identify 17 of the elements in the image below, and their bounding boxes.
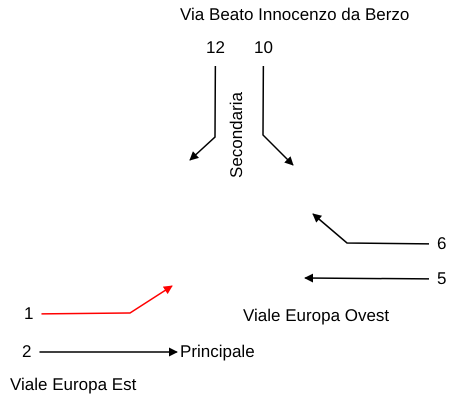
arrow bbox=[262, 66, 294, 166]
arrow bbox=[189, 66, 216, 161]
street-name-label: Via Beato Innocenzo da Berzo bbox=[180, 5, 410, 25]
street-name-label: Viale Europa Ovest bbox=[243, 306, 390, 326]
road-label: Principale bbox=[180, 342, 255, 362]
arrow bbox=[41, 285, 173, 315]
lane-number: 12 bbox=[206, 38, 225, 58]
lane-number: 1 bbox=[24, 304, 34, 324]
lane-number: 6 bbox=[437, 234, 446, 254]
arrow bbox=[312, 213, 429, 245]
arrow bbox=[39, 348, 178, 356]
street-name-label: Viale Europa Est bbox=[10, 375, 136, 395]
lane-number: 5 bbox=[437, 269, 446, 289]
lane-number: 2 bbox=[22, 342, 32, 362]
lane-number: 10 bbox=[254, 38, 273, 58]
road-label: Secondaria bbox=[227, 92, 247, 178]
arrow bbox=[304, 274, 429, 283]
